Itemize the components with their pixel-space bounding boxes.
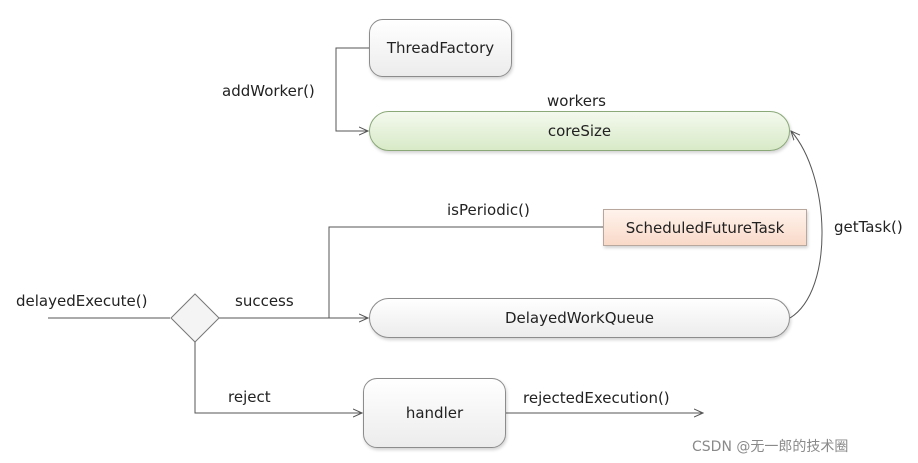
rejected-execution-label: rejectedExecution()	[523, 389, 670, 407]
success-label: success	[235, 292, 294, 310]
is-periodic-connector	[328, 226, 603, 318]
add-worker-connector	[335, 47, 369, 131]
scheduled-future-task-node: ScheduledFutureTask	[603, 209, 807, 246]
workers-label: workers	[547, 92, 606, 110]
scheduled-future-task-label: ScheduledFutureTask	[625, 218, 785, 237]
csdn-watermark: CSDN @无一郎的技术圈	[692, 439, 849, 455]
thread-factory-label: ThreadFactory	[386, 39, 495, 57]
handler-node: handler	[363, 378, 506, 448]
handler-label: handler	[405, 404, 464, 422]
decision-diamond	[170, 293, 220, 343]
thread-factory-node: ThreadFactory	[369, 19, 512, 77]
delayed-execute-label: delayedExecute()	[16, 292, 148, 310]
get-task-connector	[789, 131, 823, 319]
core-size-node: coreSize	[369, 111, 790, 151]
is-periodic-label: isPeriodic()	[447, 201, 530, 219]
delayed-work-queue-node: DelayedWorkQueue	[369, 298, 790, 338]
add-worker-label: addWorker()	[222, 82, 315, 100]
get-task-label: getTask()	[834, 218, 903, 236]
reject-label: reject	[228, 388, 271, 406]
delayed-work-queue-label: DelayedWorkQueue	[504, 309, 655, 327]
core-size-label: coreSize	[547, 122, 612, 140]
reject-connector	[194, 342, 362, 413]
